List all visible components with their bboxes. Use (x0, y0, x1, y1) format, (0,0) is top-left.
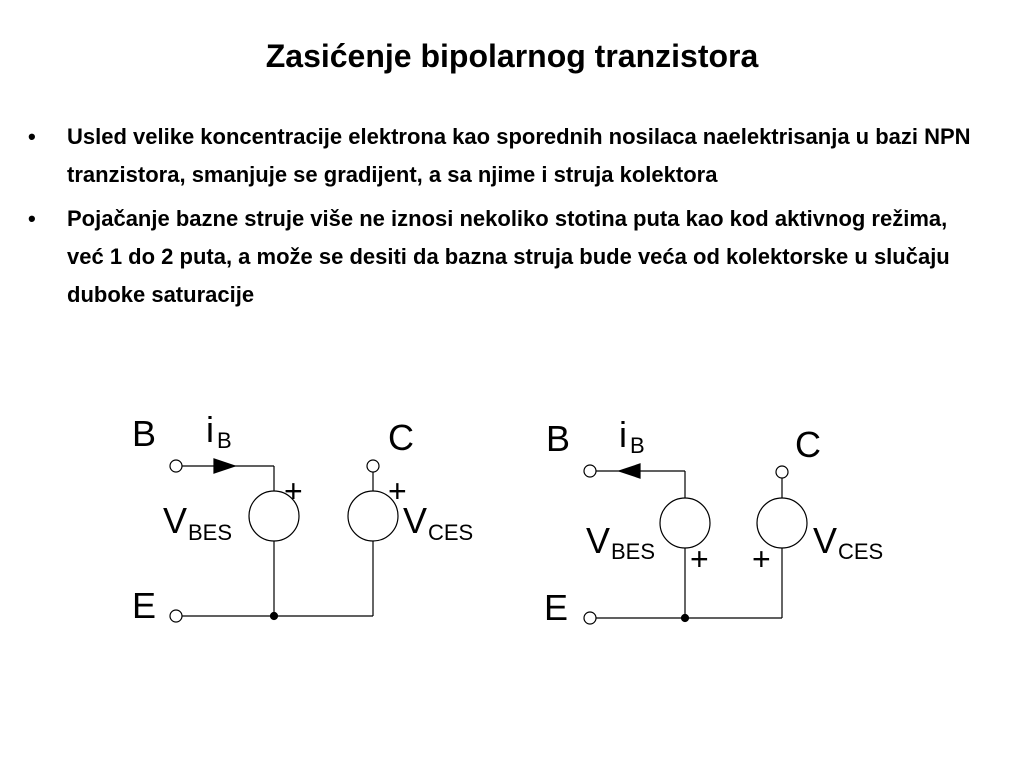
left-vces-sub: CES (428, 520, 473, 545)
junction-node-icon (680, 613, 690, 623)
bullet-item: • Pojačanje bazne struje više ne iznosi … (28, 200, 988, 314)
emitter-terminal-icon (169, 609, 183, 623)
emitter-terminal-icon (583, 611, 597, 625)
right-current-label: i (619, 414, 627, 455)
bullet-list: • Usled velike koncentracije elektrona k… (28, 118, 988, 320)
left-current-label: i (206, 409, 214, 450)
collector-terminal-icon (366, 459, 380, 473)
left-vces-plus: + (388, 473, 407, 509)
left-collector-label: C (388, 417, 414, 458)
left-base-label: B (132, 413, 156, 454)
slide-title: Zasićenje bipolarnog tranzistora (265, 38, 759, 74)
current-arrow-left-icon (617, 463, 641, 479)
right-vbes-plus: + (690, 541, 709, 577)
circuit-left (169, 458, 399, 623)
right-emitter-label: E (544, 587, 568, 628)
left-vbes-plus: + (284, 473, 303, 509)
bullet-text: Usled velike koncentracije elektrona kao… (67, 124, 971, 187)
junction-node-icon (269, 611, 279, 621)
right-vbes-sub: BES (611, 539, 655, 564)
left-vbes-sub: BES (188, 520, 232, 545)
right-vbes-label: V (586, 520, 610, 561)
bullet-symbol: • (28, 206, 36, 231)
collector-terminal-icon (775, 465, 789, 479)
bullet-item: • Usled velike koncentracije elektrona k… (28, 118, 988, 194)
base-terminal-icon (169, 459, 183, 473)
right-vces-plus: + (752, 541, 771, 577)
right-vces-sub: CES (838, 539, 883, 564)
base-terminal-icon (583, 464, 597, 478)
left-vces-label: V (403, 500, 427, 541)
right-collector-label: C (795, 424, 821, 465)
circuit-right (583, 463, 808, 625)
right-vces-label: V (813, 520, 837, 561)
bullet-symbol: • (28, 124, 36, 149)
left-current-sub: B (217, 428, 232, 453)
current-arrow-right-icon (213, 458, 237, 474)
bullet-text: Pojačanje bazne struje više ne iznosi ne… (67, 206, 950, 307)
left-emitter-label: E (132, 585, 156, 626)
right-current-sub: B (630, 433, 645, 458)
right-base-label: B (546, 418, 570, 459)
left-vbes-label: V (163, 500, 187, 541)
